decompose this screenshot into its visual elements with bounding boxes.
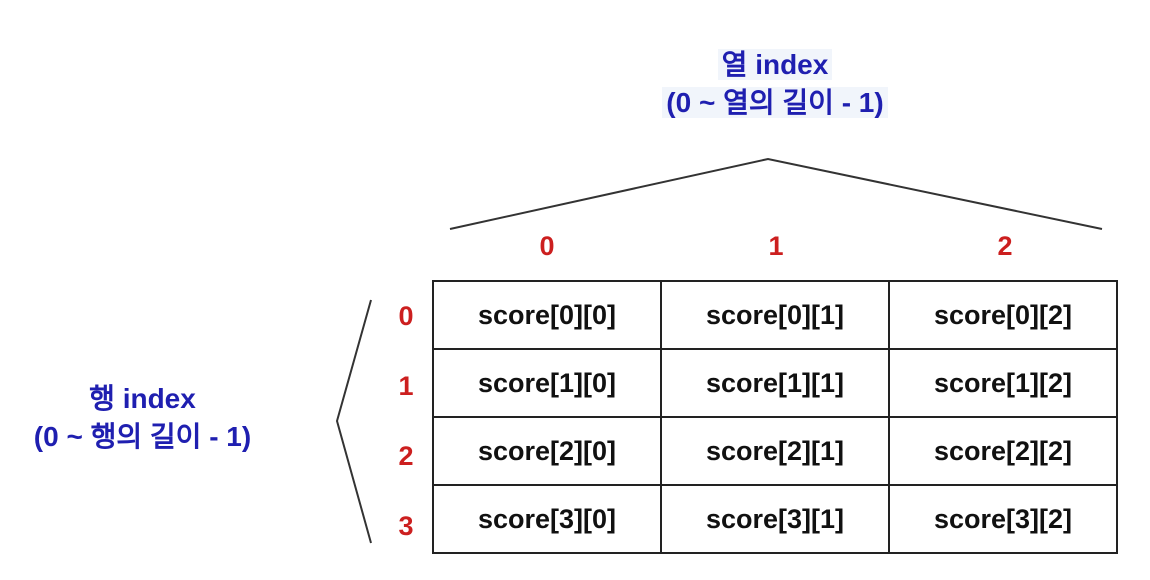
- grid-cell: score[1][0]: [432, 348, 662, 418]
- grid-cell: score[3][2]: [888, 484, 1118, 554]
- grid-cell: score[0][2]: [888, 280, 1118, 350]
- grid-row: score[2][0] score[2][1] score[2][2]: [432, 416, 1118, 486]
- row-brace: [335, 299, 372, 544]
- row-index-number: 3: [398, 511, 414, 541]
- grid-cell: score[2][0]: [432, 416, 662, 486]
- row-index-number: 0: [398, 301, 414, 331]
- grid-row: score[1][0] score[1][1] score[1][2]: [432, 348, 1118, 418]
- grid-cell: score[3][0]: [432, 484, 662, 554]
- row-index-label: 행 index (0 ~ 행의 길이 - 1): [0, 380, 285, 456]
- column-index-range: (0 ~ 열의 길이 - 1): [662, 87, 888, 118]
- grid-row: score[3][0] score[3][1] score[3][2]: [432, 484, 1118, 554]
- grid-cell: score[1][1]: [660, 348, 890, 418]
- grid-cell: score[3][1]: [660, 484, 890, 554]
- grid-row: score[0][0] score[0][1] score[0][2]: [432, 280, 1118, 350]
- column-index-label: 열 index (0 ~ 열의 길이 - 1): [640, 46, 910, 122]
- grid-cell: score[1][2]: [888, 348, 1118, 418]
- column-index-number: 0: [539, 231, 555, 261]
- score-array-grid: score[0][0] score[0][1] score[0][2] scor…: [432, 280, 1118, 554]
- row-index-number: 1: [398, 371, 414, 401]
- row-index-number: 2: [398, 441, 414, 471]
- column-brace: [449, 157, 1103, 230]
- column-index-number: 1: [768, 231, 784, 261]
- grid-cell: score[2][1]: [660, 416, 890, 486]
- grid-cell: score[0][0]: [432, 280, 662, 350]
- row-index-range: (0 ~ 행의 길이 - 1): [33, 421, 252, 452]
- row-index-title: 행 index: [89, 383, 196, 414]
- grid-cell: score[0][1]: [660, 280, 890, 350]
- column-index-number: 2: [997, 231, 1013, 261]
- column-index-title: 열 index: [717, 49, 833, 80]
- grid-cell: score[2][2]: [888, 416, 1118, 486]
